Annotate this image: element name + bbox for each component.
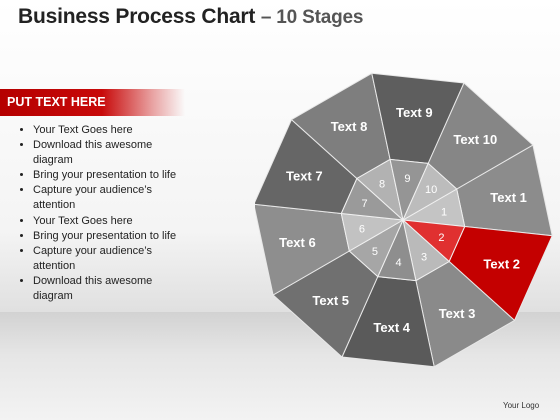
page-title: Business Process Chart – 10 Stages: [18, 5, 363, 29]
title-sub: – 10 Stages: [260, 7, 364, 28]
stage-4-number: 4: [396, 257, 402, 269]
footer-logo: Your Logo: [503, 401, 540, 410]
stage-2-number: 2: [438, 232, 444, 244]
stage-4-label: Text 4: [373, 320, 410, 335]
stage-5-label: Text 5: [312, 293, 349, 308]
bullet-item: Capture your audience’s attention: [33, 244, 180, 274]
bullet-item: Bring your presentation to life: [33, 229, 180, 244]
title-main: Business Process Chart: [18, 5, 256, 28]
stage-10-core: [401, 162, 458, 222]
bullet-item: Download this awesome diagram: [33, 274, 180, 304]
stage-7-label: Text 7: [286, 169, 323, 184]
bullet-item: Capture your audience’s attention: [33, 183, 180, 213]
stage-1-number: 1: [441, 206, 447, 218]
text-banner: PUT TEXT HERE: [0, 89, 185, 116]
bullet-item: Bring your presentation to life: [33, 168, 180, 183]
bullet-item: Your Text Goes here: [33, 214, 180, 229]
stage-2-label: Text 2: [483, 256, 520, 271]
stage-1-label: Text 1: [490, 190, 527, 205]
stage-3-number: 3: [421, 251, 427, 263]
stage-6-number: 6: [359, 224, 365, 236]
stage-3-label: Text 3: [439, 306, 476, 321]
stage-8-label: Text 8: [331, 119, 368, 134]
stage-8-number: 8: [379, 179, 385, 191]
bullet-item: Your Text Goes here: [33, 123, 180, 138]
bullet-item: Download this awesome diagram: [33, 138, 180, 168]
stage-9-number: 9: [404, 173, 410, 185]
stage-10-label: Text 10: [453, 132, 497, 147]
stage-9-label: Text 9: [396, 105, 433, 120]
diagram-segments: [255, 72, 553, 368]
banner-heading: PUT TEXT HERE: [7, 95, 106, 109]
bullet-list: Your Text Goes here Download this awesom…: [0, 123, 180, 304]
stage-6-label: Text 6: [279, 235, 316, 250]
stage-5-number: 5: [372, 246, 378, 258]
stage-10-number: 10: [425, 184, 437, 196]
stage-7-number: 7: [362, 198, 368, 210]
